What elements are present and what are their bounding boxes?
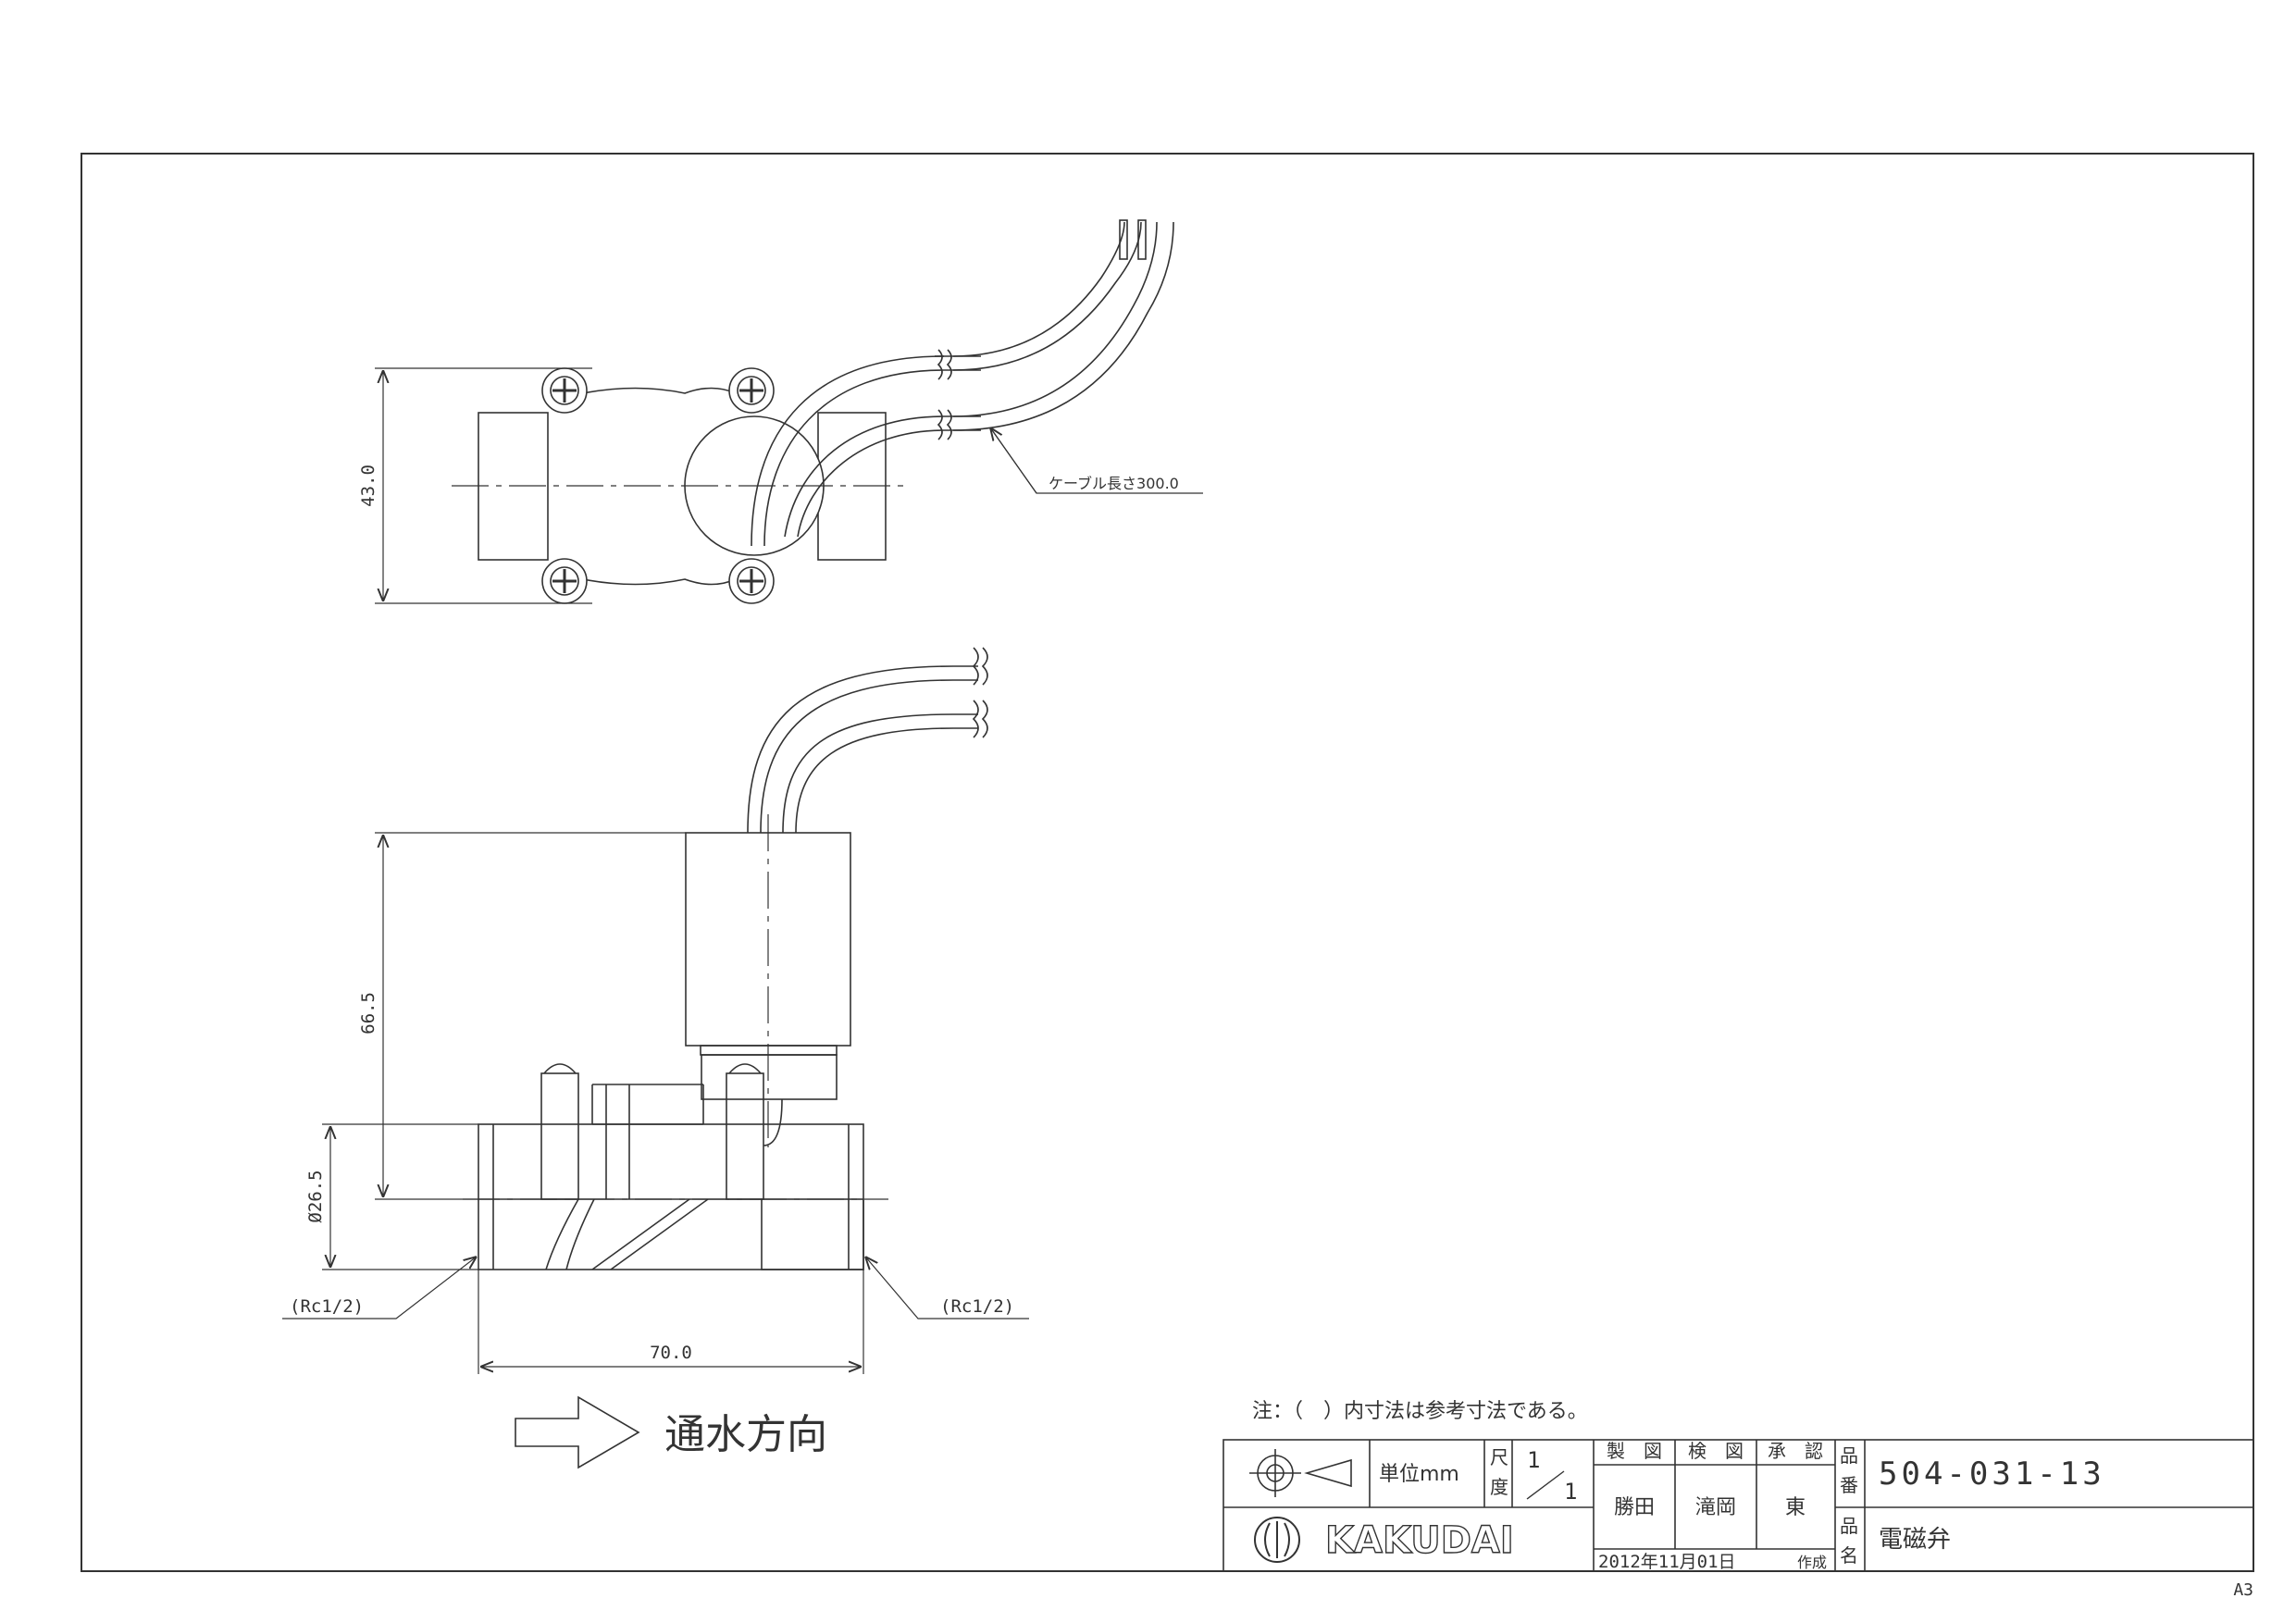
drawing-frame [81, 153, 2254, 1572]
name-checked: 滝岡 [1695, 1496, 1736, 1519]
scale-label-1: 尺 [1490, 1446, 1508, 1468]
screw [541, 367, 588, 414]
scale-slash [1526, 1470, 1565, 1500]
scale-numerator: 1 [1527, 1447, 1540, 1473]
screw [541, 558, 588, 604]
scale-label-2: 度 [1490, 1476, 1508, 1498]
role-checked: 検 図 [1688, 1440, 1744, 1462]
dimension-26-5 [322, 1123, 478, 1270]
flow-arrow [515, 1395, 640, 1469]
part-number: 504-031-13 [1879, 1456, 2105, 1493]
role-drafted: 製 図 [1607, 1440, 1662, 1462]
logo-text: KAKUDAI [1325, 1519, 1514, 1562]
kakudai-logo [1254, 1517, 1300, 1563]
role-approved: 承 認 [1768, 1440, 1823, 1462]
screw [728, 367, 775, 414]
part-name: 電磁弁 [1879, 1526, 1951, 1554]
dimension-top-height: 43.0 [358, 465, 379, 507]
projection-symbol-icon [1249, 1449, 1352, 1497]
dimension-43 [375, 367, 592, 604]
creation-date: 2012年11月01日 [1598, 1552, 1736, 1572]
unit-label: 単位mm [1379, 1463, 1459, 1486]
front-view [463, 647, 988, 1270]
dimension-body-width: 70.0 [650, 1343, 692, 1363]
dimension-70 [478, 1270, 864, 1374]
port-label-left: (Rc1/2) [290, 1296, 364, 1317]
scale-denominator: 1 [1564, 1479, 1577, 1505]
title-block [1222, 1439, 2254, 1572]
part-no-label-1: 品 [1840, 1444, 1858, 1467]
name-drafted: 勝田 [1614, 1496, 1655, 1519]
port-leader-left [282, 1257, 477, 1319]
port-leader-right [865, 1257, 1029, 1319]
reference-note: 注：（ ）内寸法は参考寸法である。 [1252, 1400, 1588, 1423]
created-label: 作成 [1797, 1554, 1827, 1571]
part-name-label-1: 品 [1840, 1515, 1858, 1537]
top-view [452, 219, 1203, 604]
sheet-size: A3 [2233, 1580, 2253, 1600]
screw [728, 558, 775, 604]
dimension-66-5 [375, 832, 686, 1200]
dimension-port-diameter: Ø26.5 [305, 1170, 326, 1222]
cable-length-label: ケーブル長さ300.0 [1049, 475, 1179, 492]
part-no-label-2: 番 [1840, 1474, 1858, 1496]
part-name-label-2: 名 [1840, 1544, 1858, 1567]
flow-direction-label: 通水方向 [664, 1411, 827, 1458]
dimension-body-height: 66.5 [358, 992, 379, 1035]
port-label-right: (Rc1/2) [940, 1296, 1014, 1317]
name-approved: 東 [1785, 1496, 1806, 1519]
